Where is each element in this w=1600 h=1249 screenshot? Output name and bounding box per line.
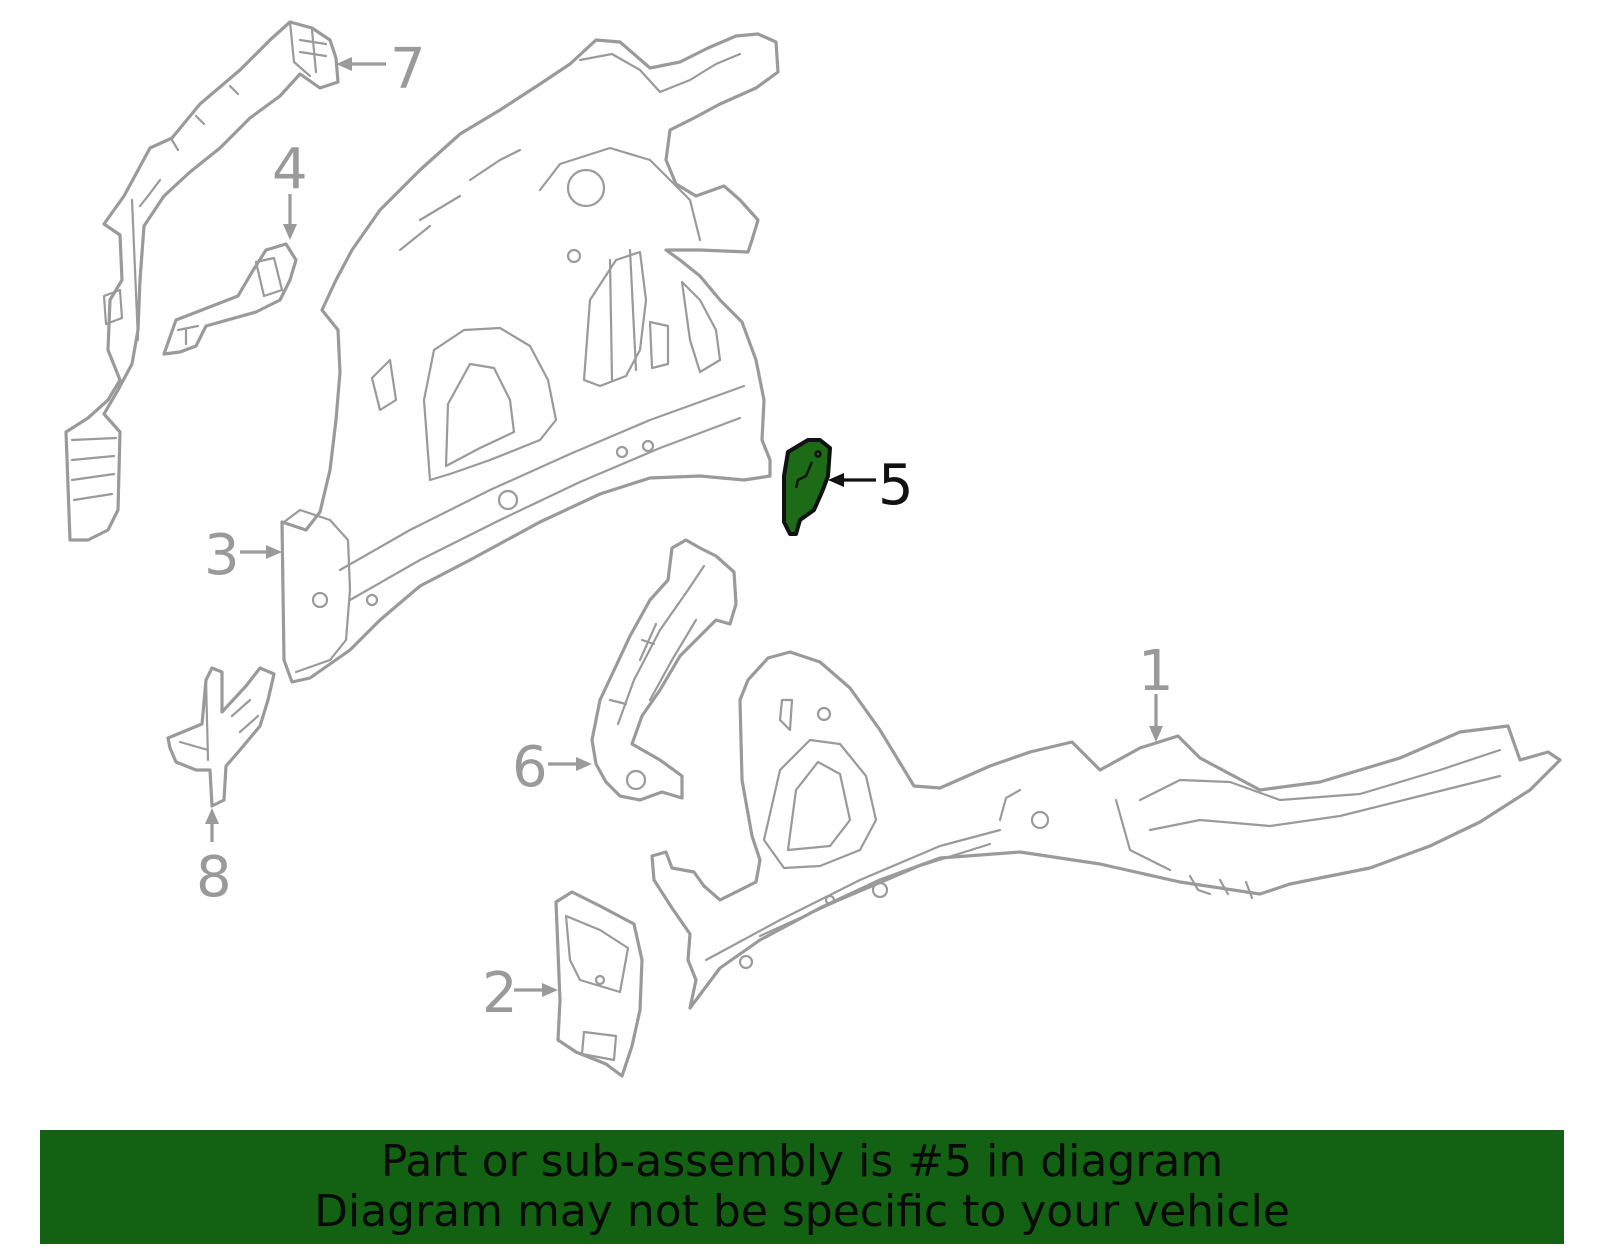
banner-line-part: Part or sub-assembly is #5 in diagram (380, 1136, 1224, 1187)
part-8 (166, 666, 276, 808)
part-6 (590, 538, 738, 802)
part-3 (280, 32, 780, 684)
part-1 (650, 650, 1562, 1010)
callout-2: 2 (482, 961, 558, 1026)
callout-4: 4 (272, 137, 308, 240)
callout-label-8: 8 (196, 845, 232, 910)
part-2 (554, 890, 644, 1078)
callout-8: 8 (196, 808, 232, 910)
callout-label-6: 6 (512, 735, 548, 800)
callout-1: 1 (1138, 639, 1174, 742)
callout-label-7: 7 (390, 37, 426, 102)
callout-7: 7 (336, 37, 426, 102)
part-5 (782, 438, 832, 536)
callout-5: 5 (828, 453, 914, 518)
callout-label-5: 5 (878, 453, 914, 518)
part-7 (64, 20, 340, 542)
banner-line-disclaimer: Diagram may not be specific to your vehi… (314, 1186, 1290, 1237)
callout-label-4: 4 (272, 137, 308, 202)
callout-label-3: 3 (204, 523, 240, 588)
part-4 (162, 242, 298, 356)
callout-3: 3 (204, 523, 282, 588)
callout-6: 6 (512, 735, 592, 800)
info-banner: Part or sub-assembly is #5 in diagram Di… (40, 1130, 1564, 1244)
callout-label-2: 2 (482, 961, 518, 1026)
callout-label-1: 1 (1138, 639, 1174, 704)
